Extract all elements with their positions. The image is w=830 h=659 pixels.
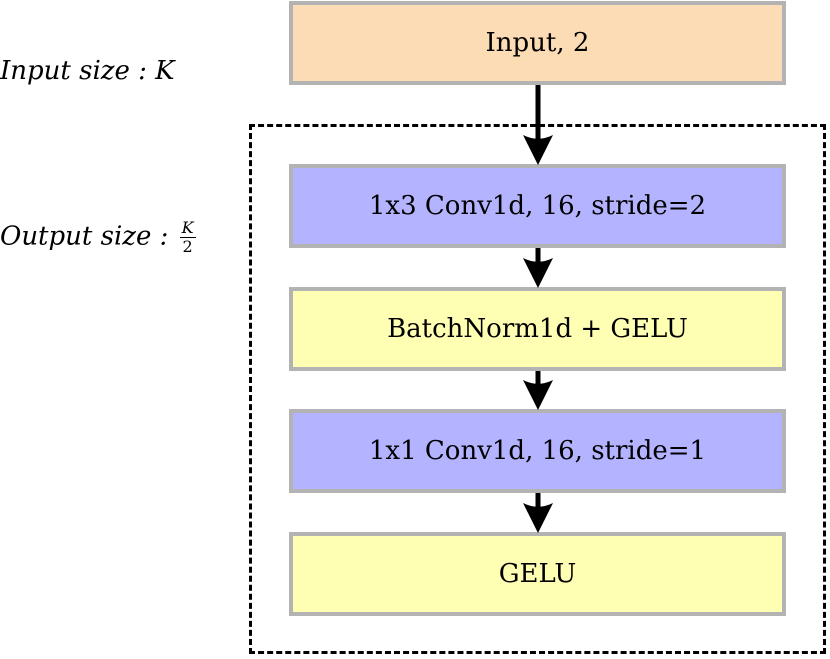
input-size-label: Input size : K	[0, 56, 175, 86]
input-node-label: Input, 2	[485, 28, 590, 58]
batchnorm-gelu-label: BatchNorm1d + GELU	[387, 314, 688, 344]
output-size-label: Output size : K 2	[0, 220, 196, 255]
gelu-label: GELU	[498, 559, 577, 589]
input-node: Input, 2	[289, 1, 786, 85]
output-size-fraction: K 2	[179, 218, 196, 256]
gelu-node: GELU	[289, 532, 786, 616]
conv1d-stride1-node: 1x1 Conv1d, 16, stride=1	[289, 409, 786, 493]
batchnorm-gelu-node: BatchNorm1d + GELU	[289, 287, 786, 371]
conv1d-stride2-label: 1x3 Conv1d, 16, stride=2	[368, 191, 707, 221]
output-size-prefix: Output size :	[0, 221, 169, 252]
fraction-denominator: 2	[182, 237, 193, 256]
conv1d-stride2-node: 1x3 Conv1d, 16, stride=2	[289, 164, 786, 248]
fraction-numerator: K	[179, 218, 196, 238]
conv1d-stride1-label: 1x1 Conv1d, 16, stride=1	[368, 436, 707, 466]
